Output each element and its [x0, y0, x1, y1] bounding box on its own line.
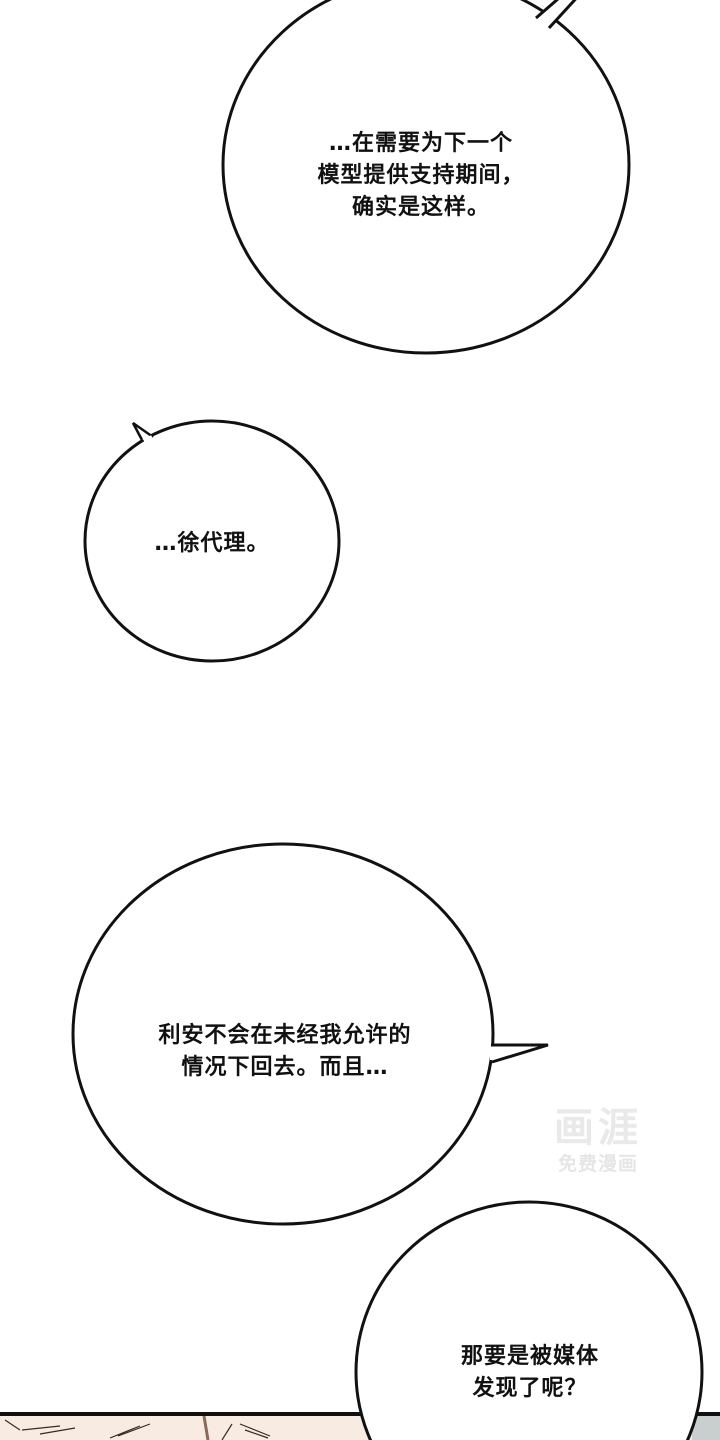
artwork-sketch-lines: [4, 1416, 271, 1440]
bubble-1-line-3: 确实是这样。: [351, 195, 490, 220]
watermark-subtitle: 免费漫画: [557, 1153, 638, 1175]
bubble-1-line-1: …在需要为下一个: [328, 131, 513, 156]
bubble-4-line-2: 发现了呢？: [472, 1376, 588, 1401]
speech-bubble-2: [83, 419, 341, 663]
speech-bubble-1: [221, 0, 631, 355]
bubble-3-line-1: 利安不会在未经我允许的: [158, 1023, 412, 1048]
bubble-1-text: …在需要为下一个 模型提供支持期间， 确实是这样。: [276, 128, 566, 224]
bubble-4-line-1: 那要是被媒体: [460, 1344, 599, 1369]
artwork-background-gray: [692, 1416, 720, 1440]
speech-bubble-3: [71, 842, 549, 1226]
speech-bubble-4: [354, 1200, 704, 1440]
bubble-2-line-1: …徐代理。: [154, 531, 270, 556]
watermark-logo: 画涯: [554, 1105, 642, 1151]
bubble-1-line-2: 模型提供支持期间，: [317, 163, 525, 188]
bubble-2-text: …徐代理。: [132, 528, 292, 560]
bubble-3-text: 利安不会在未经我允许的 情况下回去。而且…: [100, 1020, 470, 1084]
watermark: 画涯 免费漫画: [536, 1104, 660, 1176]
bubble-3-line-2: 情况下回去。而且…: [181, 1055, 389, 1080]
bubble-4-text: 那要是被媒体 发现了呢？: [420, 1341, 640, 1405]
